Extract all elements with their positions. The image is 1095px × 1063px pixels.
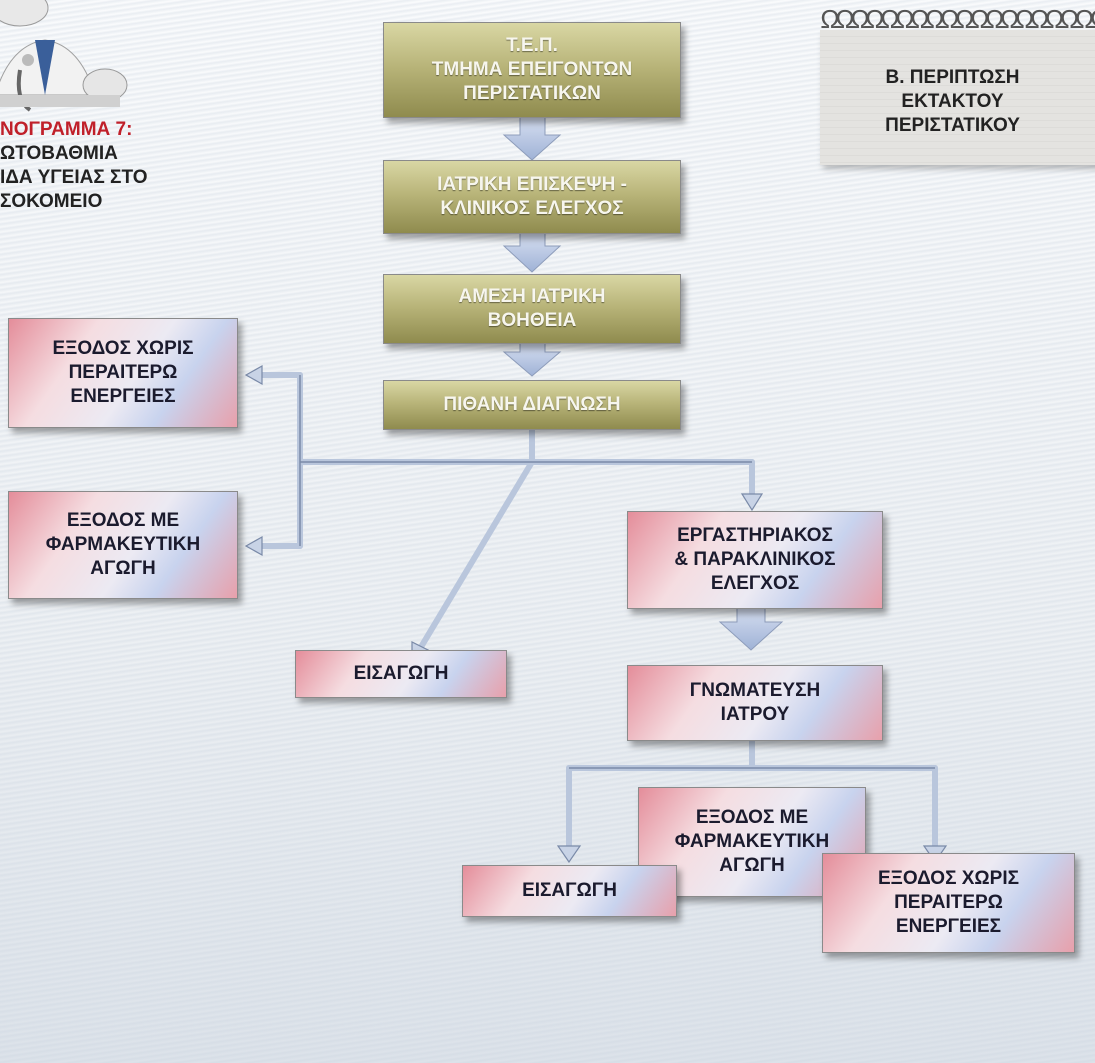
legend-line-1: ΩΤΟΒΑΘΜΙΑ xyxy=(0,143,118,164)
diagram-legend: ΝΟΓΡΑΜΜΑ 7: ΩΤΟΒΑΘΜΙΑ ΙΔΑ ΥΓΕΙΑΣ ΣΤΟ ΣΟΚ… xyxy=(0,118,240,214)
arrowhead-exit-no-action-1 xyxy=(244,364,263,386)
node-immediate-aid: ΑΜΕΣΗ ΙΑΤΡΙΚΗ ΒΟΗΘΕΙΑ xyxy=(383,274,681,344)
notepad xyxy=(820,30,1095,165)
big-arrow-3 xyxy=(502,341,562,377)
node-doctor-opinion: ΓΝΩΜΑΤΕΥΣΗ ΙΑΤΡΟΥ xyxy=(627,665,883,741)
node-exit-medication-1: ΕΞΟΔΟΣ ΜΕ ΦΑΡΜΑΚΕΥΤΙΚΗ ΑΓΩΓΗ xyxy=(8,491,238,599)
notepad-spiral-icon: ΩΩΩΩΩΩΩΩΩΩΩΩΩΩΩΩΩΩΩΩΩΩΩΩ xyxy=(820,4,1095,34)
big-arrow-1 xyxy=(502,114,562,161)
node-admission-2: ΕΙΣΑΓΩΓΗ xyxy=(462,865,677,917)
node-lab-exam: ΕΡΓΑΣΤΗΡΙΑΚΟΣ & ΠΑΡΑΚΛΙΝΙΚΟΣ ΕΛΕΓΧΟΣ xyxy=(627,511,883,609)
arrowhead-exit-medication-1 xyxy=(244,535,263,557)
big-arrow-4 xyxy=(718,604,784,651)
node-admission-1: ΕΙΣΑΓΩΓΗ xyxy=(295,650,507,698)
big-arrow-2 xyxy=(502,231,562,273)
legend-line-2: ΙΔΑ ΥΓΕΙΑΣ ΣΤΟ xyxy=(0,167,148,188)
notepad-text: Β. ΠΕΡΙΠΤΩΣΗ ΕΚΤΑΚΤΟΥ ΠΕΡΙΣΤΑΤΙΚΟΥ xyxy=(885,67,1020,136)
node-medical-visit: ΙΑΤΡΙΚΗ ΕΠΙΣΚΕΨΗ - ΚΛΙΝΙΚΟΣ ΕΛΕΓΧΟΣ xyxy=(383,160,681,234)
arrowhead-admission-2 xyxy=(556,845,582,864)
node-exit-no-action-1: ΕΞΟΔΟΣ ΧΩΡΙΣ ΠΕΡΑΙΤΕΡΩ ΕΝΕΡΓΕΙΕΣ xyxy=(8,318,238,428)
doctor-mascot-icon xyxy=(0,0,128,112)
legend-line-3: ΣΟΚΟΜΕΙΟ xyxy=(0,191,103,212)
node-tep: Τ.Ε.Π. ΤΜΗΜΑ ΕΠΕΙΓΟΝΤΩΝ ΠΕΡΙΣΤΑΤΙΚΩΝ xyxy=(383,22,681,118)
legend-title: ΝΟΓΡΑΜΜΑ 7: xyxy=(0,119,133,140)
node-exit-no-action-2: ΕΞΟΔΟΣ ΧΩΡΙΣ ΠΕΡΑΙΤΕΡΩ ΕΝΕΡΓΕΙΕΣ xyxy=(822,853,1075,953)
node-probable-diagnosis: ΠΙΘΑΝΗ ΔΙΑΓΝΩΣΗ xyxy=(383,380,681,430)
arrowhead-lab xyxy=(740,493,764,512)
